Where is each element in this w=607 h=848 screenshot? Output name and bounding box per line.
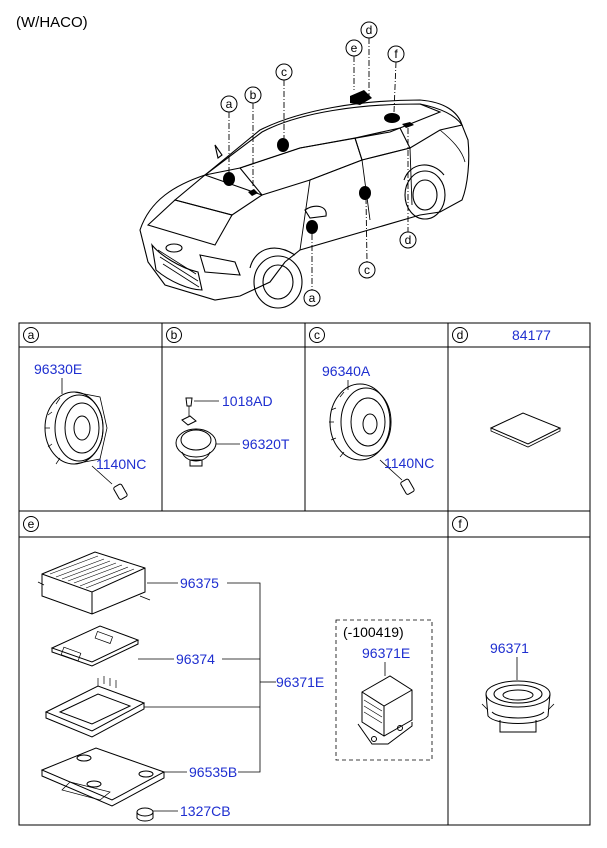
cell-e-amplifier-assembly bbox=[37, 551, 166, 822]
svg-text:b: b bbox=[171, 328, 178, 342]
cell-f-subwoofer bbox=[481, 680, 555, 733]
inset-part-96371E-label: 96371E bbox=[362, 645, 410, 661]
callout-c-top: c bbox=[275, 63, 293, 81]
part-96371-label: 96371 bbox=[490, 640, 529, 656]
svg-text:f: f bbox=[458, 517, 462, 531]
cell-f-letter: f bbox=[452, 516, 468, 532]
parts-table-grid bbox=[18, 322, 591, 826]
callout-c-bottom: c bbox=[358, 261, 376, 279]
svg-text:f: f bbox=[394, 47, 398, 61]
variant-header: (W/HACO) bbox=[16, 14, 88, 31]
callout-a-top: a bbox=[220, 95, 238, 113]
inset-amplifier bbox=[357, 675, 413, 745]
callout-e-top: e bbox=[345, 39, 363, 57]
part-84177-label: 84177 bbox=[512, 327, 551, 343]
cell-b-letter: b bbox=[166, 327, 182, 343]
callout-circles: a b c e d f d c a bbox=[220, 21, 417, 307]
table-letter-circles: a b c d e f bbox=[23, 327, 468, 532]
part-1018AD-label: 1018AD bbox=[222, 393, 273, 409]
callout-b-top: b bbox=[244, 86, 262, 104]
callout-d-top: d bbox=[360, 21, 378, 39]
car-speaker-spots bbox=[223, 90, 414, 234]
svg-text:c: c bbox=[364, 263, 370, 277]
svg-text:c: c bbox=[281, 65, 287, 79]
svg-text:b: b bbox=[250, 88, 257, 102]
svg-text:a: a bbox=[309, 291, 316, 305]
cell-d-letter: d bbox=[452, 327, 468, 343]
part-1140NC-a-label: 1140NC bbox=[96, 456, 146, 472]
cell-a-speaker bbox=[44, 391, 128, 500]
cell-e-letter: e bbox=[23, 516, 39, 532]
cell-c-letter: c bbox=[309, 327, 325, 343]
part-96371E-label: 96371E bbox=[276, 674, 324, 690]
svg-text:a: a bbox=[28, 328, 35, 342]
part-96330E-label: 96330E bbox=[34, 361, 82, 377]
cell-b-tweeter bbox=[175, 397, 217, 467]
part-96375-label: 96375 bbox=[180, 575, 219, 591]
part-1327CB-label: 1327CB bbox=[180, 803, 231, 819]
svg-text:c: c bbox=[314, 328, 320, 342]
svg-text:d: d bbox=[457, 328, 464, 342]
part-96340A-label: 96340A bbox=[322, 363, 371, 379]
inset-box bbox=[335, 619, 433, 761]
part-96374-label: 96374 bbox=[176, 651, 215, 667]
part-96320T-label: 96320T bbox=[242, 436, 290, 452]
cell-e-leaders bbox=[138, 582, 276, 812]
callout-a-bottom: a bbox=[303, 289, 321, 307]
inset-range-label: (-100419) bbox=[343, 624, 404, 640]
svg-text:d: d bbox=[366, 23, 373, 37]
part-1140NC-c-label: 1140NC bbox=[384, 455, 434, 471]
svg-text:e: e bbox=[351, 41, 358, 55]
part-96535B-label: 96535B bbox=[189, 764, 237, 780]
callout-f-top: f bbox=[387, 45, 405, 63]
callout-leaders bbox=[228, 38, 409, 290]
cell-a-letter: a bbox=[23, 327, 39, 343]
cell-c-speaker bbox=[329, 383, 415, 495]
car-illustration bbox=[139, 99, 470, 309]
svg-text:e: e bbox=[28, 517, 35, 531]
svg-text:a: a bbox=[226, 97, 233, 111]
cell-d-pad bbox=[489, 412, 562, 448]
callout-d-right: d bbox=[399, 231, 417, 249]
svg-text:d: d bbox=[405, 233, 412, 247]
